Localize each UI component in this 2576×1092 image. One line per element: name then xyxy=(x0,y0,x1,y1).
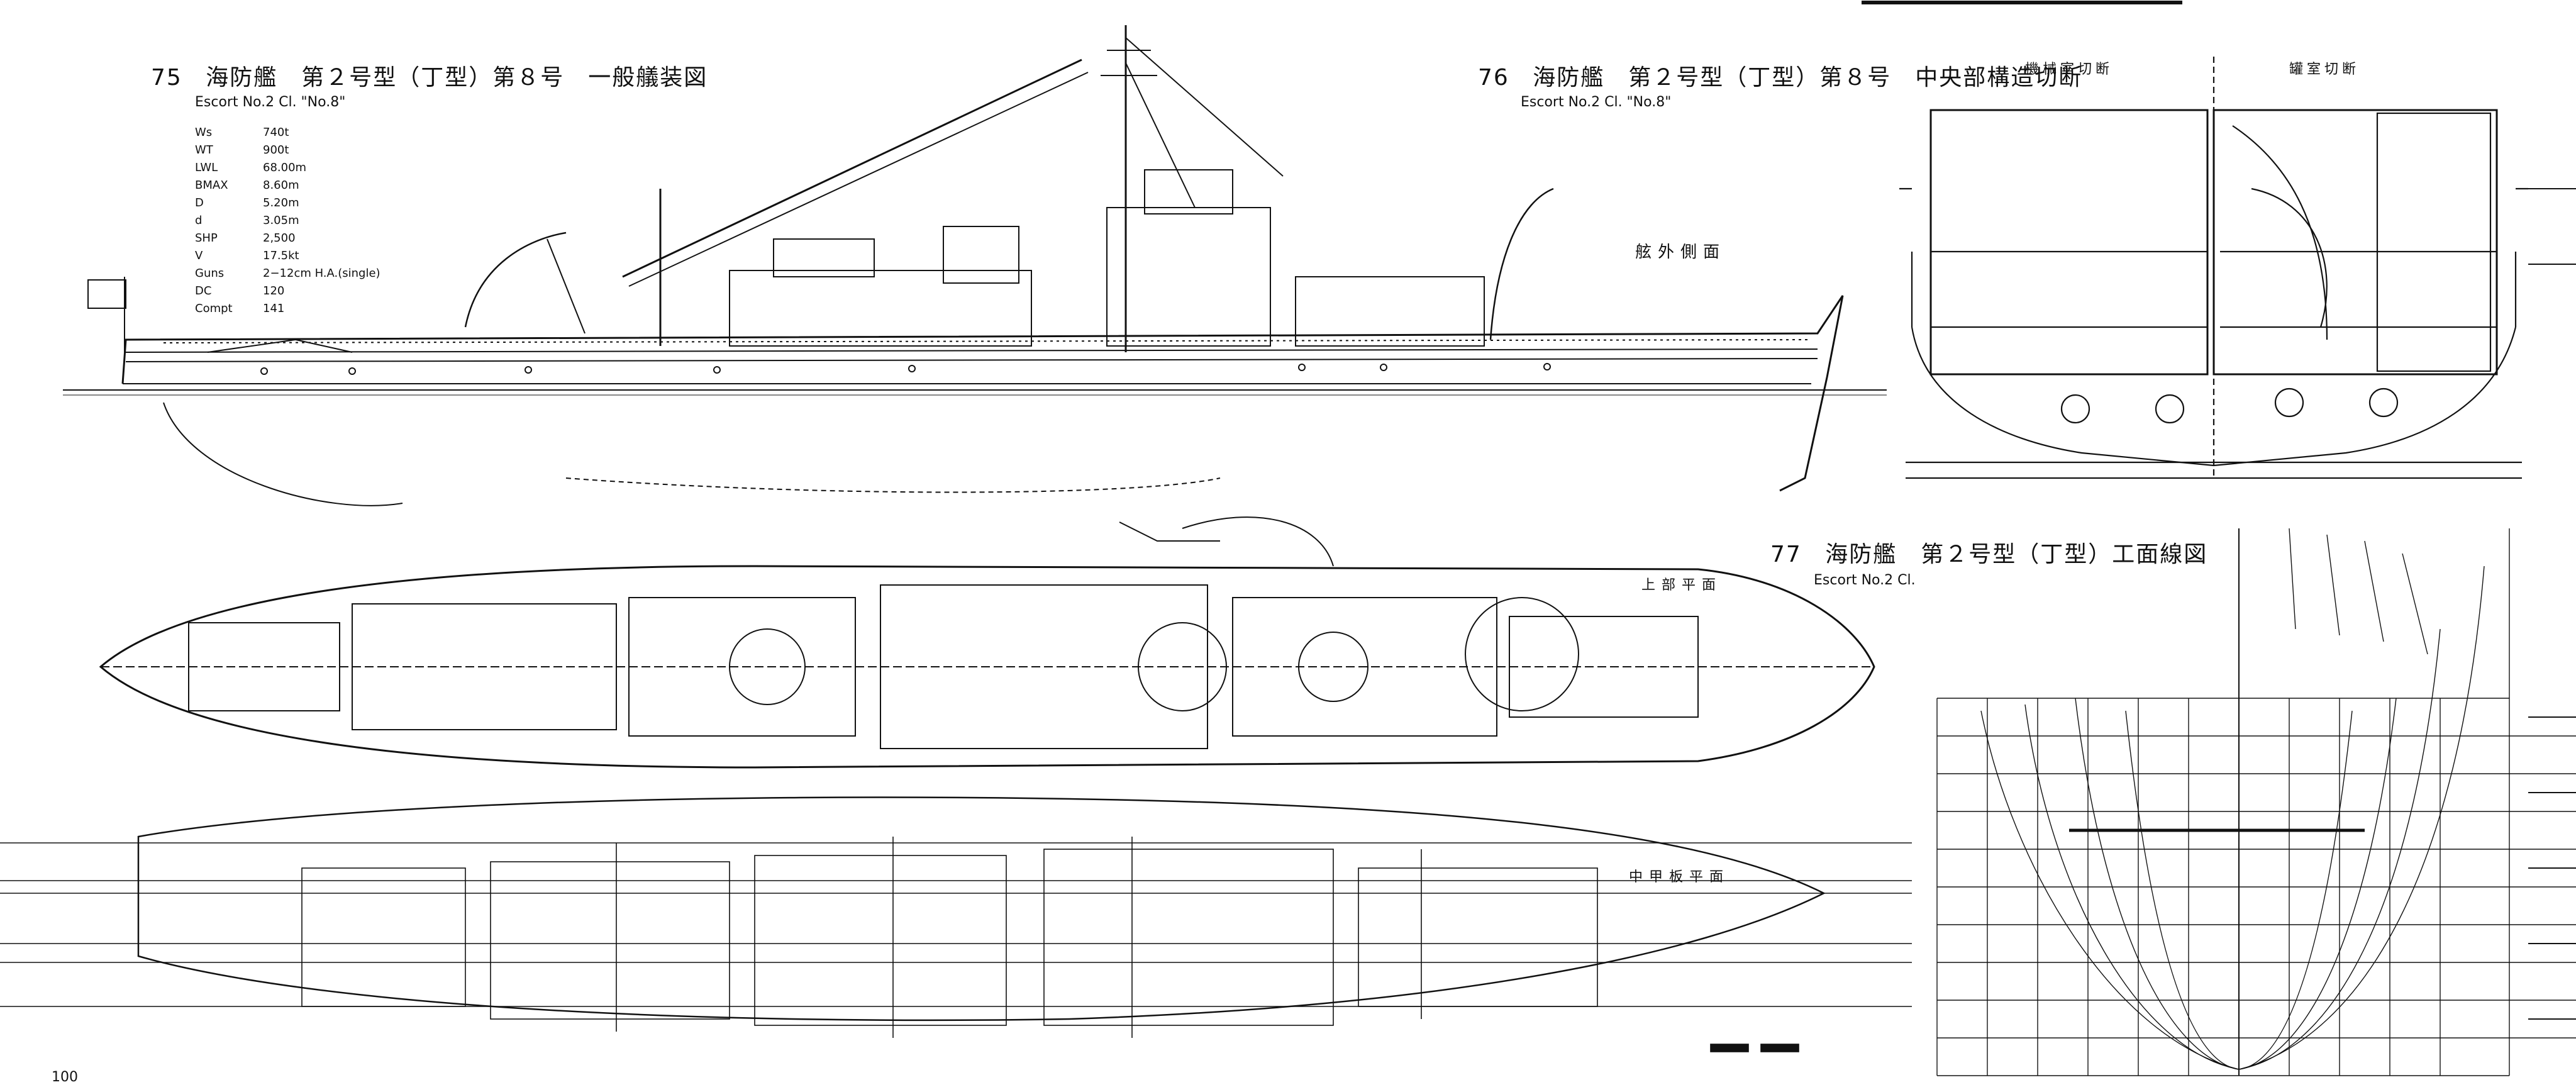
spec-key: D xyxy=(195,196,204,209)
spec-key: DC xyxy=(195,284,212,298)
spec-key: SHP xyxy=(195,231,218,245)
spec-key: Compt xyxy=(195,302,233,315)
spec-value: 68.00m xyxy=(263,161,307,174)
ship-profile-drawing xyxy=(63,25,1887,506)
spec-value: 141 xyxy=(263,302,285,315)
spec-table: Ws 740t WT 900t LWL 68.00m BMAX 8.60m D 5.20m… xyxy=(195,126,409,320)
spec-value: 17.5kt xyxy=(263,249,299,262)
spec-row: BMAX 8.60m xyxy=(195,179,409,196)
right-margin-ticks xyxy=(2528,188,2576,1020)
plate-75-title: 海防艦 第２号型（丁型）第８号 一般艤装図 xyxy=(206,65,708,91)
page-number: 100 xyxy=(52,1069,78,1085)
spec-row: V 17.5kt xyxy=(195,249,409,267)
spec-key: BMAX xyxy=(195,179,228,192)
side-view-label: 舷外側面 xyxy=(1635,243,1726,262)
spec-row: LWL 68.00m xyxy=(195,161,409,179)
naval-ensign-icon xyxy=(87,279,126,309)
spec-key: LWL xyxy=(195,161,218,174)
spec-key: WT xyxy=(195,143,213,157)
plate-75-number: 75 xyxy=(151,65,182,91)
lower-deck-label: 上部平面 xyxy=(1641,577,1723,593)
plate-77-number: 77 xyxy=(1770,542,1802,567)
spec-value: 8.60m xyxy=(263,179,299,192)
upper-deck-plan-drawing xyxy=(99,516,1875,769)
section-label-boiler-room: 罐室切断 xyxy=(2289,62,2360,77)
spec-value: 120 xyxy=(263,284,285,298)
spec-value: 2−12cm H.A.(single) xyxy=(263,267,380,280)
spec-value: 3.05m xyxy=(263,214,299,227)
spec-value: 900t xyxy=(263,143,289,157)
spec-row: SHP 2,500 xyxy=(195,231,409,249)
spec-key: d xyxy=(195,214,203,227)
section-label-engine-room: 機械室切断 xyxy=(2025,62,2114,77)
plate-77-title: 海防艦 第２号型（丁型）工面線図 xyxy=(1825,542,2208,567)
lines-plan-drawing xyxy=(1936,528,2576,1076)
spec-row: D 5.20m xyxy=(195,196,409,214)
spec-value: 5.20m xyxy=(263,196,299,209)
spec-key: Guns xyxy=(195,267,225,280)
spec-key: V xyxy=(195,249,203,262)
plate-76-subtitle: Escort No.2 Cl. "No.8" xyxy=(1521,94,1672,110)
midship-section-drawing xyxy=(1899,57,2528,479)
plate-76-title-row: 76 海防艦 第２号型（丁型）第８号 中央部構造切断 xyxy=(1478,59,2082,92)
plate-76-title: 海防艦 第２号型（丁型）第８号 中央部構造切断 xyxy=(1533,65,2083,91)
plate-77-subtitle: Escort No.2 Cl. xyxy=(1814,572,1916,588)
spec-row: Compt 141 xyxy=(195,302,409,320)
spec-value: 740t xyxy=(263,126,289,139)
plate-77-title-row: 77 海防艦 第２号型（丁型）工面線図 xyxy=(1770,536,2207,569)
spec-row: WT 900t xyxy=(195,143,409,161)
spec-key: Ws xyxy=(195,126,213,139)
spec-row: DC 120 xyxy=(195,284,409,302)
spec-row: Guns 2−12cm H.A.(single) xyxy=(195,267,409,284)
plate-76-number: 76 xyxy=(1478,65,1509,91)
plate-75-title-row: 75 海防艦 第２号型（丁型）第８号 一般艤装図 xyxy=(151,59,708,92)
spec-row: d 3.05m xyxy=(195,214,409,231)
spec-row: Ws 740t xyxy=(195,126,409,143)
plate-75-subtitle: Escort No.2 Cl. "No.8" xyxy=(195,94,346,110)
middle-deck-plan-drawing xyxy=(0,796,1912,1052)
middle-deck-label: 中甲板平面 xyxy=(1629,869,1730,885)
spec-value: 2,500 xyxy=(263,231,296,245)
